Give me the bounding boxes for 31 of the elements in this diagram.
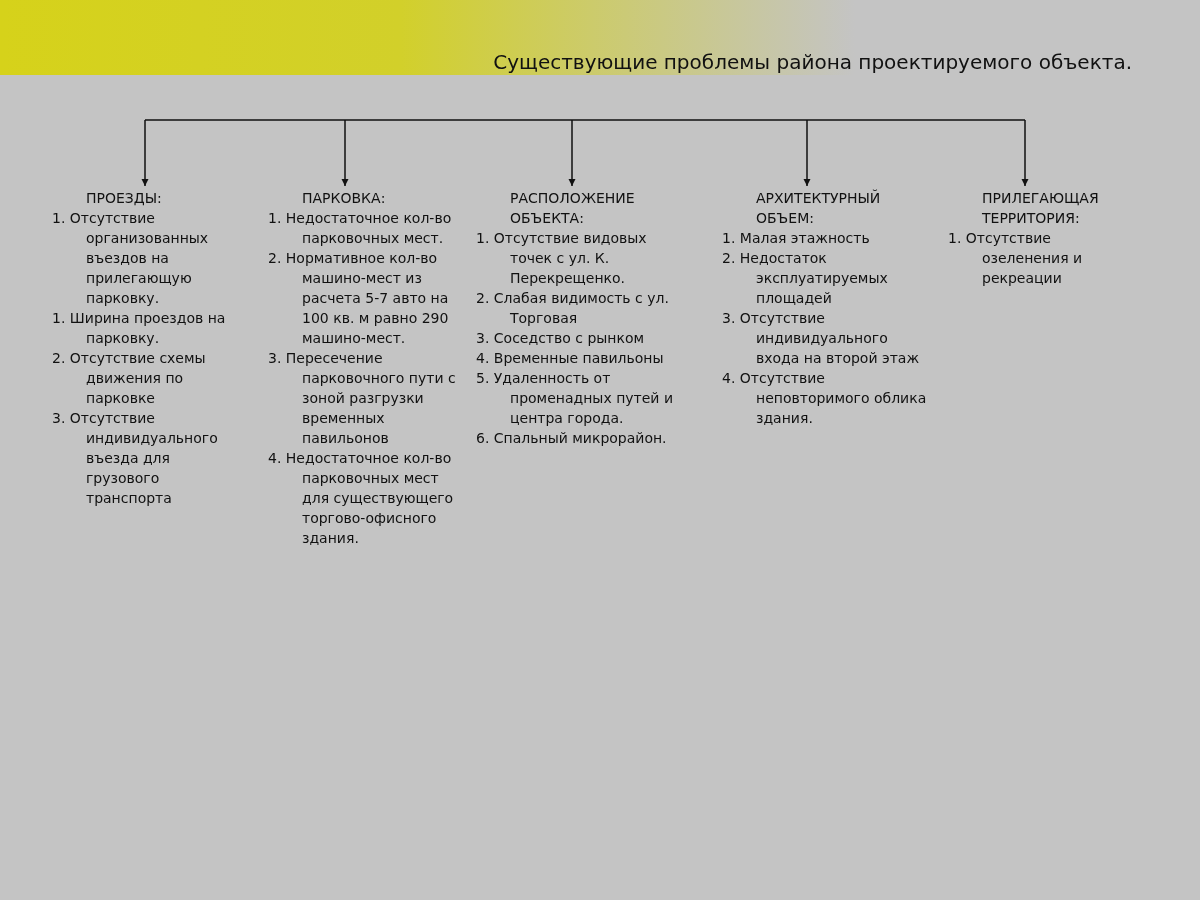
list-item: 1. Ширина проездов на парковку. bbox=[52, 309, 227, 348]
title: Существующие проблемы района проектируемого объекта. bbox=[493, 50, 1132, 74]
list-item: 2. Недостаток эксплуатируемых площадей bbox=[722, 249, 889, 308]
list-item: 1. Отсутствие озеленения и рекреации bbox=[948, 229, 1084, 288]
column-heading: ПРОЕЗДЫ: bbox=[85, 189, 163, 208]
list-item: 3. Пересечение парковочного пути с зоной разгрузки временных павильонов bbox=[268, 349, 457, 448]
list-item: 2. Нормативное кол-во машино-мест из расчета 5-7 авто на 100 кв. м равно 290 машино-мест. bbox=[268, 249, 450, 348]
connector-line bbox=[144, 119, 1026, 121]
arrow bbox=[1021, 119, 1029, 187]
list-item: 4. Временные павильоны bbox=[476, 349, 665, 368]
list-item: 2. Отсутствие схемы движения по парковке bbox=[52, 349, 207, 408]
list-item: 1. Отсутствие видовых точек с ул. К. Перекрещенко. bbox=[476, 229, 648, 288]
column-heading: АРХИТЕКТУРНЫЙ ОБЪЕМ: bbox=[755, 188, 882, 228]
list-item: 3. Соседство с рынком bbox=[476, 329, 646, 348]
list-item: 3. Отсутствие индивидуального въезда для грузового транспорта bbox=[52, 409, 219, 508]
list-item: 1. Малая этажность bbox=[722, 229, 871, 248]
list-item: 6. Спальный микрорайон. bbox=[476, 429, 668, 448]
column-heading: ПАРКОВКА: bbox=[301, 189, 387, 208]
arrow bbox=[803, 119, 811, 187]
arrow bbox=[568, 119, 576, 187]
list-item: 1. Недостаточное кол-во парковочных мест. bbox=[268, 209, 453, 248]
list-item: 4. Недостаточное кол-во парковочных мест для существующего торгово-офисного здания. bbox=[268, 449, 455, 548]
list-item: 3. Отсутствие индивидуального входа на второй этаж bbox=[722, 309, 920, 368]
column-heading: ПРИЛЕГАЮЩАЯ ТЕРРИТОРИЯ: bbox=[981, 189, 1100, 228]
list-item: 4. Отсутствие неповторимого облика здания. bbox=[722, 369, 927, 428]
arrow bbox=[141, 119, 149, 187]
list-item: 1. Отсутствие организованных въездов на прилегающую парковку. bbox=[52, 209, 210, 308]
list-item: 2. Слабая видимость с ул. Торговая bbox=[476, 289, 670, 328]
list-item: 5. Удаленность от променадных путей и центра города. bbox=[476, 369, 674, 428]
column-heading: РАСПОЛОЖЕНИЕ ОБЪЕКТА: bbox=[509, 189, 636, 228]
arrow bbox=[341, 119, 349, 187]
